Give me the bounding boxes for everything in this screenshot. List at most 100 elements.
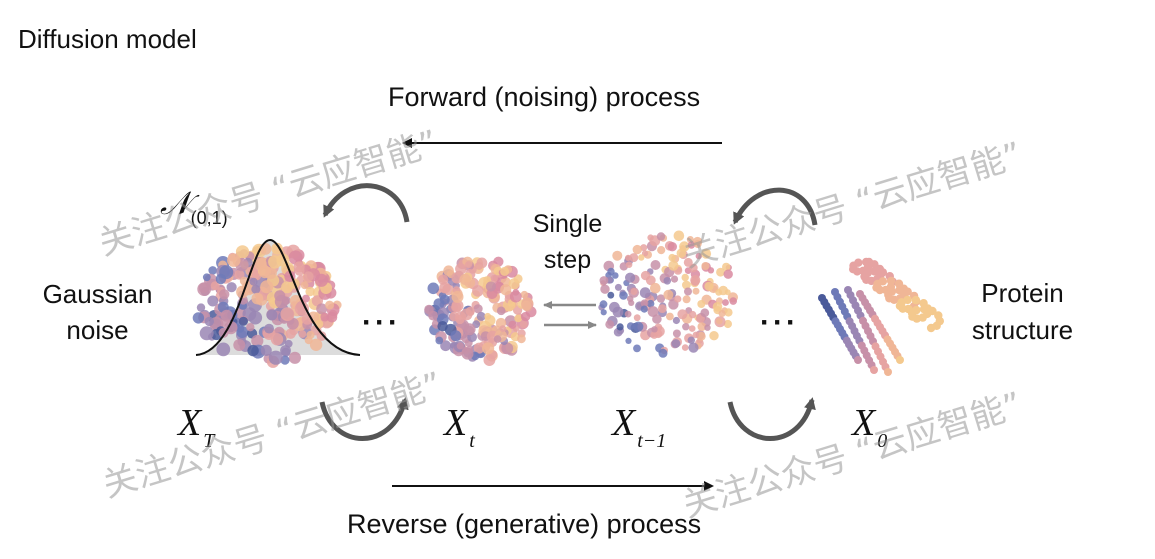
atom-dot: [251, 334, 264, 347]
atom-dot: [633, 344, 641, 353]
atom-dot: [640, 305, 648, 313]
atom-dot: [625, 337, 632, 344]
atom-dot: [496, 306, 506, 316]
atom-dot: [599, 300, 608, 309]
atom-dot: [724, 289, 731, 296]
atom-dot: [235, 245, 250, 259]
atom-dot: [325, 300, 335, 310]
atom-dot: [520, 311, 531, 322]
atom-dot: [687, 336, 695, 344]
protein-atom: [912, 305, 921, 315]
atom-dot: [633, 314, 641, 322]
atom-dot: [284, 339, 293, 348]
atom-dot: [268, 350, 283, 365]
atom-dot: [663, 277, 672, 285]
state-xT-sub: T: [203, 430, 215, 452]
atom-dot: [254, 257, 267, 271]
protein-structure-x0: [818, 257, 944, 376]
atom-dot: [718, 309, 726, 318]
atom-dot: [204, 316, 214, 327]
atom-dot: [306, 330, 315, 340]
atom-dot: [704, 281, 714, 291]
atom-dot: [463, 323, 476, 336]
atom-dot: [625, 261, 633, 269]
atom-dot: [316, 331, 327, 341]
atom-dot: [672, 329, 681, 338]
atom-dot: [612, 306, 624, 318]
atom-dot: [625, 254, 632, 261]
atom-dot: [233, 339, 246, 351]
atom-dot: [656, 294, 666, 303]
protein-atom: [903, 287, 912, 296]
atom-dot: [646, 299, 655, 308]
protein-atom: [878, 277, 888, 286]
atom-dot: [600, 284, 610, 294]
atom-dot: [443, 265, 454, 277]
atom-dot: [482, 342, 495, 355]
state-xt-sub: t: [469, 430, 475, 452]
atom-dot: [501, 342, 514, 355]
atom-dot: [658, 348, 668, 358]
atom-dot: [247, 344, 259, 357]
atom-dot: [629, 253, 639, 263]
atom-dot: [677, 309, 688, 320]
atom-dot: [607, 291, 615, 299]
protein-atom: [854, 356, 862, 364]
atom-dot: [624, 310, 632, 318]
protein-atom: [863, 269, 872, 278]
atom-dot: [309, 338, 323, 351]
atom-dot: [682, 295, 691, 304]
atom-dot: [663, 289, 674, 300]
atom-dot: [707, 267, 715, 274]
atom-dot: [493, 335, 502, 343]
atom-dot: [508, 278, 520, 290]
atom-dot: [697, 322, 707, 331]
atom-dot: [440, 340, 451, 352]
protein-atom: [919, 304, 929, 314]
atom-dot: [246, 323, 255, 332]
atom-dot: [208, 266, 217, 275]
atom-dot: [657, 246, 666, 255]
atom-dot: [456, 342, 464, 350]
atom-dot: [666, 312, 674, 321]
protein-atom: [928, 306, 937, 316]
atom-dot: [723, 319, 733, 329]
atom-dot: [712, 302, 723, 312]
atom-dot: [251, 292, 264, 305]
atom-dot: [686, 236, 694, 243]
atom-dot: [632, 244, 642, 255]
atom-dot: [476, 311, 486, 321]
noise-cloud-xt1: [598, 230, 739, 358]
atom-dot: [450, 330, 462, 342]
atom-dot: [483, 354, 496, 366]
atom-dot: [461, 347, 474, 360]
atom-dot: [684, 287, 692, 296]
atom-dot: [692, 331, 700, 339]
atom-dot: [723, 269, 733, 279]
state-xT-base: X: [178, 402, 202, 444]
atom-dot: [724, 308, 733, 317]
atom-dot: [690, 277, 700, 286]
atom-dot: [485, 281, 496, 292]
atom-dot: [305, 286, 315, 297]
atom-dot: [294, 301, 309, 316]
atom-dot: [300, 281, 309, 290]
atom-dot: [517, 334, 526, 344]
atom-dot: [689, 263, 698, 273]
atom-dot: [236, 324, 245, 333]
atom-dot: [519, 320, 528, 329]
atom-dot: [668, 253, 676, 262]
gaussian-curve: [195, 238, 361, 356]
atom-dot: [433, 298, 445, 310]
atom-dot: [500, 266, 510, 276]
protein-atom: [911, 295, 921, 305]
atom-dot: [695, 252, 702, 260]
atom-dot: [437, 321, 448, 332]
atom-dot: [716, 317, 723, 325]
atom-dot: [280, 307, 295, 321]
atom-dot: [197, 282, 212, 296]
atom-dot: [709, 331, 719, 341]
